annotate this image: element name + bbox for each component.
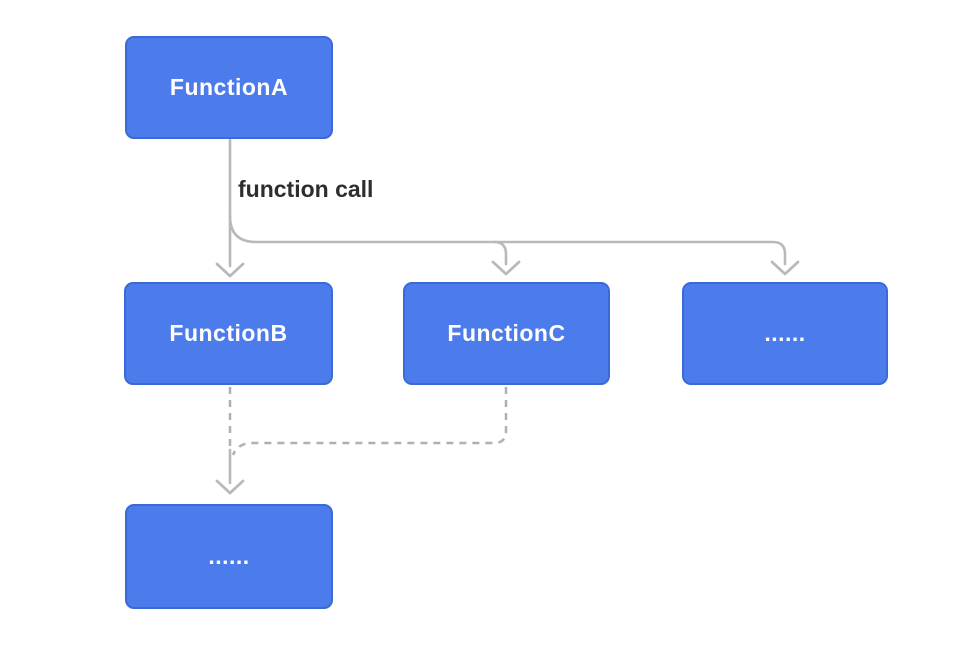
node-function-a-label: FunctionA <box>169 74 289 100</box>
node-function-b-label: FunctionB <box>169 320 288 346</box>
arrowhead-to-ellipsis-bottom <box>215 479 245 495</box>
edge-c-to-bottom-dashed <box>231 387 508 456</box>
edge-a-to-c-stub <box>492 240 508 266</box>
node-function-b: FunctionB <box>124 282 333 385</box>
arrowhead-to-function-c <box>491 260 521 276</box>
node-ellipsis-right: ...... <box>682 282 888 385</box>
node-function-c: FunctionC <box>403 282 610 385</box>
edge-a-branch-line <box>228 214 787 266</box>
node-function-c-label: FunctionC <box>447 320 566 346</box>
edge-label-function-call: function call <box>238 176 374 202</box>
arrowhead-to-ellipsis-right <box>770 260 800 276</box>
node-function-a: FunctionA <box>125 36 333 139</box>
node-ellipsis-bottom: ...... <box>125 504 333 609</box>
node-ellipsis-right-label: ...... <box>764 320 806 346</box>
arrowhead-to-function-b <box>215 262 245 278</box>
node-ellipsis-bottom-label: ...... <box>208 543 250 569</box>
